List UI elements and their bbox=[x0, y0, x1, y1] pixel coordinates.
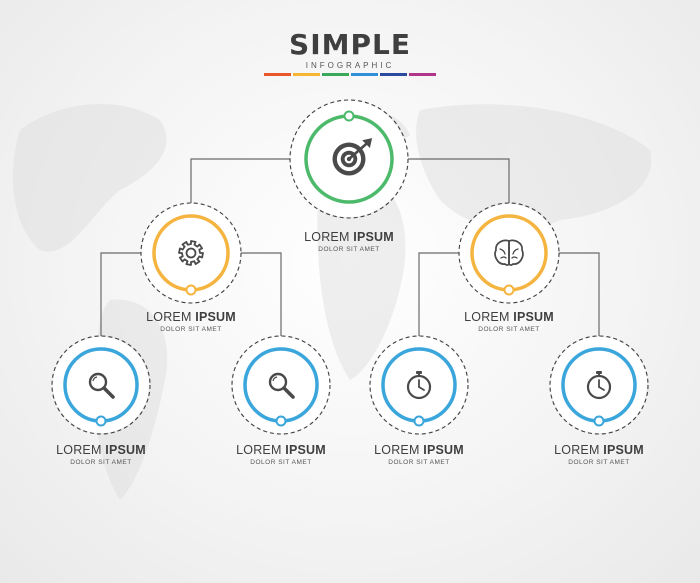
dashed-ring bbox=[140, 202, 242, 304]
ring-dot bbox=[413, 415, 425, 427]
node-subtitle: DOLOR SIT AMET bbox=[568, 459, 630, 466]
node-leaf-1 bbox=[51, 335, 151, 435]
stopwatch-icon bbox=[406, 371, 432, 400]
node-title-bold: IPSUM bbox=[105, 443, 146, 457]
node-root bbox=[289, 99, 409, 219]
node-title: LOREM IPSUM bbox=[269, 230, 429, 244]
ring-dot bbox=[95, 415, 107, 427]
node-leaf-3 bbox=[369, 335, 469, 435]
connector-right-leaf-4 bbox=[559, 252, 600, 336]
node-label-leaf-2: LOREM IPSUM DOLOR SIT AMET bbox=[201, 443, 361, 466]
node-title-bold: IPSUM bbox=[603, 443, 644, 457]
ring-dot bbox=[343, 110, 355, 122]
color-bar bbox=[0, 73, 700, 76]
color-bar-segment bbox=[293, 73, 320, 76]
accent-ring bbox=[152, 214, 230, 292]
node-label-root: LOREM IPSUM DOLOR SIT AMET bbox=[269, 230, 429, 253]
accent-ring bbox=[243, 347, 319, 423]
connector-right-leaf-3 bbox=[418, 252, 459, 336]
color-bar-segment bbox=[322, 73, 349, 76]
node-title-regular: LOREM bbox=[56, 443, 102, 457]
node-title-bold: IPSUM bbox=[195, 310, 236, 324]
node-label-leaf-4: LOREM IPSUM DOLOR SIT AMET bbox=[519, 443, 679, 466]
node-title-regular: LOREM bbox=[464, 310, 510, 324]
accent-ring bbox=[63, 347, 139, 423]
stopwatch-icon bbox=[586, 371, 612, 400]
ring-dot bbox=[275, 415, 287, 427]
dashed-ring bbox=[51, 335, 151, 435]
node-leaf-4 bbox=[549, 335, 649, 435]
node-leaf-2 bbox=[231, 335, 331, 435]
node-subtitle: DOLOR SIT AMET bbox=[388, 459, 450, 466]
color-bar-segment bbox=[409, 73, 436, 76]
node-subtitle: DOLOR SIT AMET bbox=[250, 459, 312, 466]
dashed-ring bbox=[289, 99, 409, 219]
node-title: LOREM IPSUM bbox=[339, 443, 499, 457]
gear-icon bbox=[178, 240, 204, 266]
node-title-regular: LOREM bbox=[374, 443, 420, 457]
ring-dot bbox=[593, 415, 605, 427]
world-map-background bbox=[12, 103, 652, 500]
dashed-ring bbox=[231, 335, 331, 435]
target-icon bbox=[332, 138, 373, 176]
connector-left-leaf-2 bbox=[241, 252, 282, 336]
color-bar-segment bbox=[380, 73, 407, 76]
ring-dot bbox=[185, 284, 197, 296]
brain-icon bbox=[494, 239, 524, 266]
node-subtitle: DOLOR SIT AMET bbox=[318, 246, 380, 253]
node-title: LOREM IPSUM bbox=[201, 443, 361, 457]
node-title: LOREM IPSUM bbox=[21, 443, 181, 457]
connector-left-leaf-1 bbox=[100, 252, 141, 336]
node-title-bold: IPSUM bbox=[513, 310, 554, 324]
node-title-regular: LOREM bbox=[304, 230, 350, 244]
node-subtitle: DOLOR SIT AMET bbox=[160, 326, 222, 333]
node-left-branch bbox=[140, 202, 242, 304]
title-block: SIMPLE INFOGRAPHIC bbox=[0, 30, 700, 76]
color-bar-segment bbox=[264, 73, 291, 76]
dashed-ring bbox=[458, 202, 560, 304]
node-subtitle: DOLOR SIT AMET bbox=[70, 459, 132, 466]
connector-root-right bbox=[408, 158, 510, 203]
magnifier-icon bbox=[268, 372, 295, 399]
node-label-leaf-1: LOREM IPSUM DOLOR SIT AMET bbox=[21, 443, 181, 466]
page-title: SIMPLE bbox=[289, 28, 411, 61]
node-title: LOREM IPSUM bbox=[429, 310, 589, 324]
color-bar-segment bbox=[351, 73, 378, 76]
node-title-regular: LOREM bbox=[146, 310, 192, 324]
node-right-branch bbox=[458, 202, 560, 304]
node-title-regular: LOREM bbox=[236, 443, 282, 457]
node-title-regular: LOREM bbox=[554, 443, 600, 457]
node-title-bold: IPSUM bbox=[423, 443, 464, 457]
node-label-leaf-3: LOREM IPSUM DOLOR SIT AMET bbox=[339, 443, 499, 466]
node-subtitle: DOLOR SIT AMET bbox=[478, 326, 540, 333]
connector-root-left bbox=[190, 158, 290, 203]
page-subtitle: INFOGRAPHIC bbox=[305, 61, 395, 70]
node-label-right-branch: LOREM IPSUM DOLOR SIT AMET bbox=[429, 310, 589, 333]
node-title-bold: IPSUM bbox=[285, 443, 326, 457]
node-title: LOREM IPSUM bbox=[519, 443, 679, 457]
connector-lines bbox=[100, 158, 600, 336]
dashed-ring bbox=[369, 335, 469, 435]
node-label-left-branch: LOREM IPSUM DOLOR SIT AMET bbox=[111, 310, 271, 333]
node-title: LOREM IPSUM bbox=[111, 310, 271, 324]
node-title-bold: IPSUM bbox=[353, 230, 394, 244]
dashed-ring bbox=[549, 335, 649, 435]
magnifier-icon bbox=[88, 372, 115, 399]
ring-dot bbox=[503, 284, 515, 296]
